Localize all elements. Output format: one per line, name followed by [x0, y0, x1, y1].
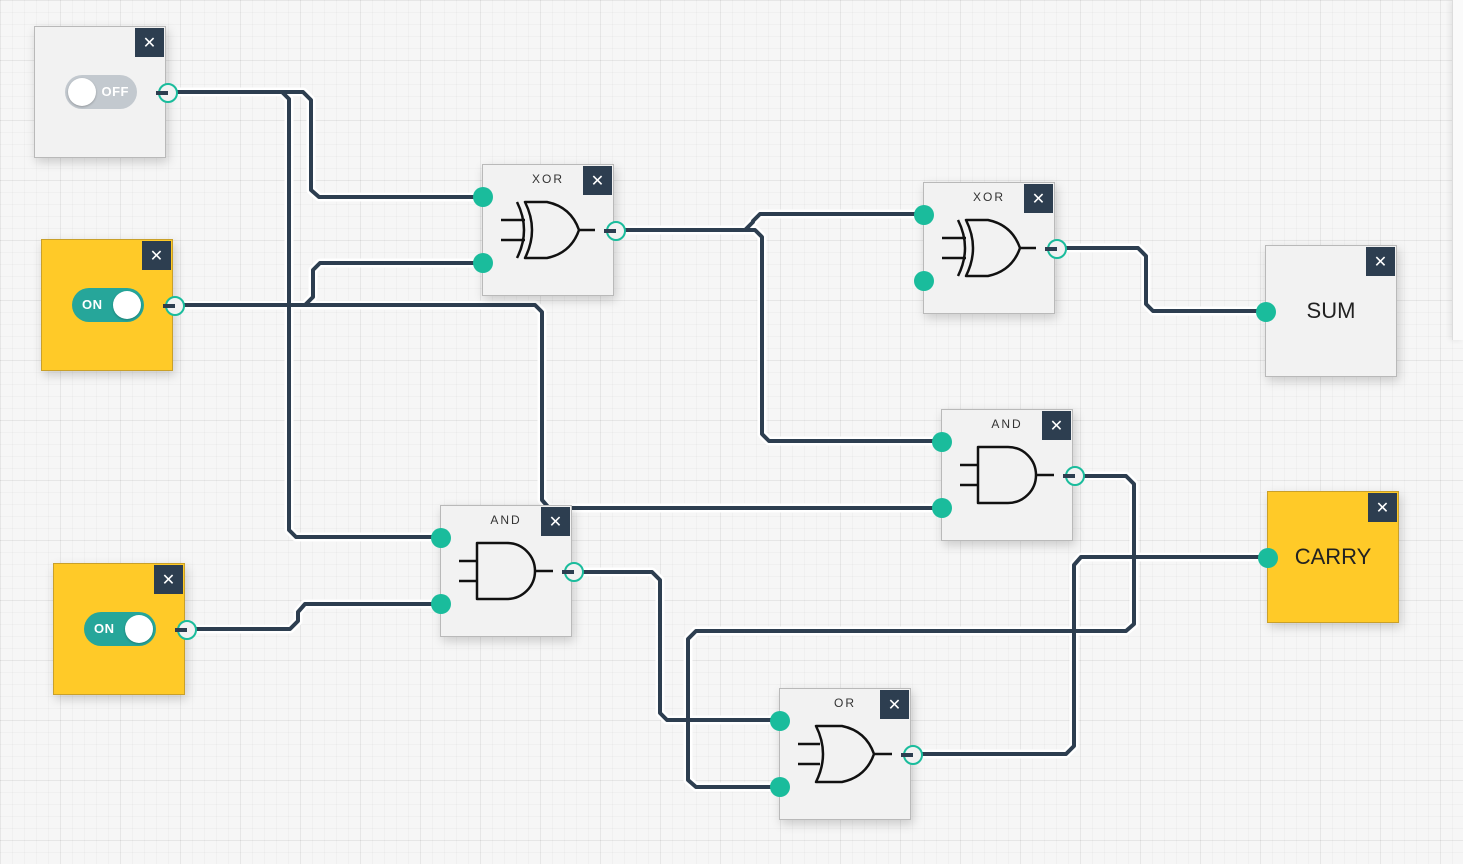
input-pin-a[interactable] [431, 528, 451, 548]
close-button[interactable]: ✕ [154, 565, 183, 594]
input-pin-b[interactable] [473, 253, 493, 273]
xor-gate-icon [942, 218, 1036, 278]
close-button[interactable]: ✕ [1024, 184, 1053, 213]
output-pin[interactable] [1045, 239, 1067, 259]
output-label: CARRY [1294, 544, 1372, 569]
switch-node-a[interactable]: ✕ OFF [34, 26, 178, 158]
wire-b-to-xor1-halo [168, 258, 486, 310]
input-pin-a[interactable] [914, 205, 934, 225]
gate-label: XOR [972, 190, 1005, 204]
input-pin-a[interactable] [473, 187, 493, 207]
close-button[interactable]: ✕ [583, 166, 612, 195]
close-button[interactable]: ✕ [142, 241, 171, 270]
side-panel-edge [1452, 0, 1463, 340]
wire-or-to-carry-halo [906, 552, 1271, 759]
wire-b-to-and2[interactable] [171, 303, 942, 510]
wire-a-to-xor1-halo [163, 87, 486, 202]
gate-label: AND [991, 417, 1023, 431]
toggle-switch-b[interactable]: ON [72, 288, 144, 322]
gate-label: AND [490, 513, 522, 527]
input-pin-b[interactable] [932, 498, 952, 518]
wire-and2-to-or[interactable] [686, 474, 1136, 789]
wire-xor1-to-and2-halo [609, 225, 945, 446]
wire-a-to-and1-halo [163, 87, 444, 542]
input-pin[interactable] [1258, 548, 1278, 568]
gate-node-and-2[interactable]: AND ✕ [932, 409, 1085, 541]
close-button[interactable]: ✕ [1366, 247, 1395, 276]
toggle-knob [113, 291, 141, 319]
output-pin[interactable] [604, 221, 626, 241]
input-pin[interactable] [1256, 302, 1276, 322]
close-button[interactable]: ✕ [135, 28, 164, 57]
wire-and1-to-or-halo [567, 567, 783, 725]
toggle-state-label: ON [94, 621, 115, 636]
gate-node-or-1[interactable]: OR ✕ [770, 688, 923, 820]
and-gate-icon [459, 541, 553, 601]
input-pin-a[interactable] [770, 711, 790, 731]
and-gate-icon [960, 445, 1054, 505]
input-pin-b[interactable] [431, 594, 451, 614]
gate-node-xor-1[interactable]: XOR ✕ [473, 164, 626, 296]
output-pin[interactable] [901, 745, 923, 765]
toggle-switch-a[interactable]: OFF [65, 75, 137, 109]
wire-xor1-to-and2[interactable] [612, 228, 942, 443]
input-pin-a[interactable] [932, 432, 952, 452]
toggle-knob [125, 615, 153, 643]
output-pin[interactable] [163, 296, 185, 316]
wire-a-to-xor1[interactable] [166, 90, 483, 199]
toggle-state-label: ON [82, 297, 103, 312]
input-pin-b[interactable] [914, 271, 934, 291]
switch-node-b[interactable]: ✕ ON [41, 239, 185, 371]
wire-cin-to-and1[interactable] [183, 602, 441, 631]
wire-xor1-to-xor2[interactable] [612, 212, 924, 232]
close-button[interactable]: ✕ [1042, 411, 1071, 440]
or-gate-icon [798, 724, 892, 784]
wire-b-to-xor1[interactable] [171, 261, 483, 307]
output-pin[interactable] [1063, 466, 1085, 486]
output-node-carry[interactable]: ✕ CARRY [1258, 491, 1399, 623]
gate-node-and-1[interactable]: AND ✕ [431, 505, 584, 637]
output-label: SUM [1306, 298, 1356, 323]
close-button[interactable]: ✕ [1368, 493, 1397, 522]
wire-or-to-carry[interactable] [909, 555, 1268, 756]
output-node-sum[interactable]: ✕ SUM [1256, 245, 1397, 377]
toggle-knob [68, 78, 96, 106]
output-pin[interactable] [175, 620, 197, 640]
switch-node-cin[interactable]: ✕ ON [53, 563, 197, 695]
wire-a-to-and1[interactable] [166, 90, 441, 539]
wire-xor2-to-sum[interactable] [1053, 246, 1266, 313]
wire-and1-to-or[interactable] [570, 570, 780, 722]
wire-xor2-to-sum-halo [1050, 243, 1269, 316]
toggle-state-label: OFF [101, 84, 129, 99]
wire-xor1-to-xor2-halo [609, 209, 927, 235]
output-pin[interactable] [156, 83, 178, 103]
xor-gate-icon [501, 200, 595, 260]
wire-cin-to-and1-halo [180, 599, 444, 634]
gate-node-xor-2[interactable]: XOR ✕ [914, 182, 1067, 314]
output-pin[interactable] [562, 562, 584, 582]
toggle-switch-cin[interactable]: ON [84, 612, 156, 646]
gate-label: XOR [531, 172, 564, 186]
close-button[interactable]: ✕ [541, 507, 570, 536]
close-button[interactable]: ✕ [880, 690, 909, 719]
input-pin-b[interactable] [770, 777, 790, 797]
